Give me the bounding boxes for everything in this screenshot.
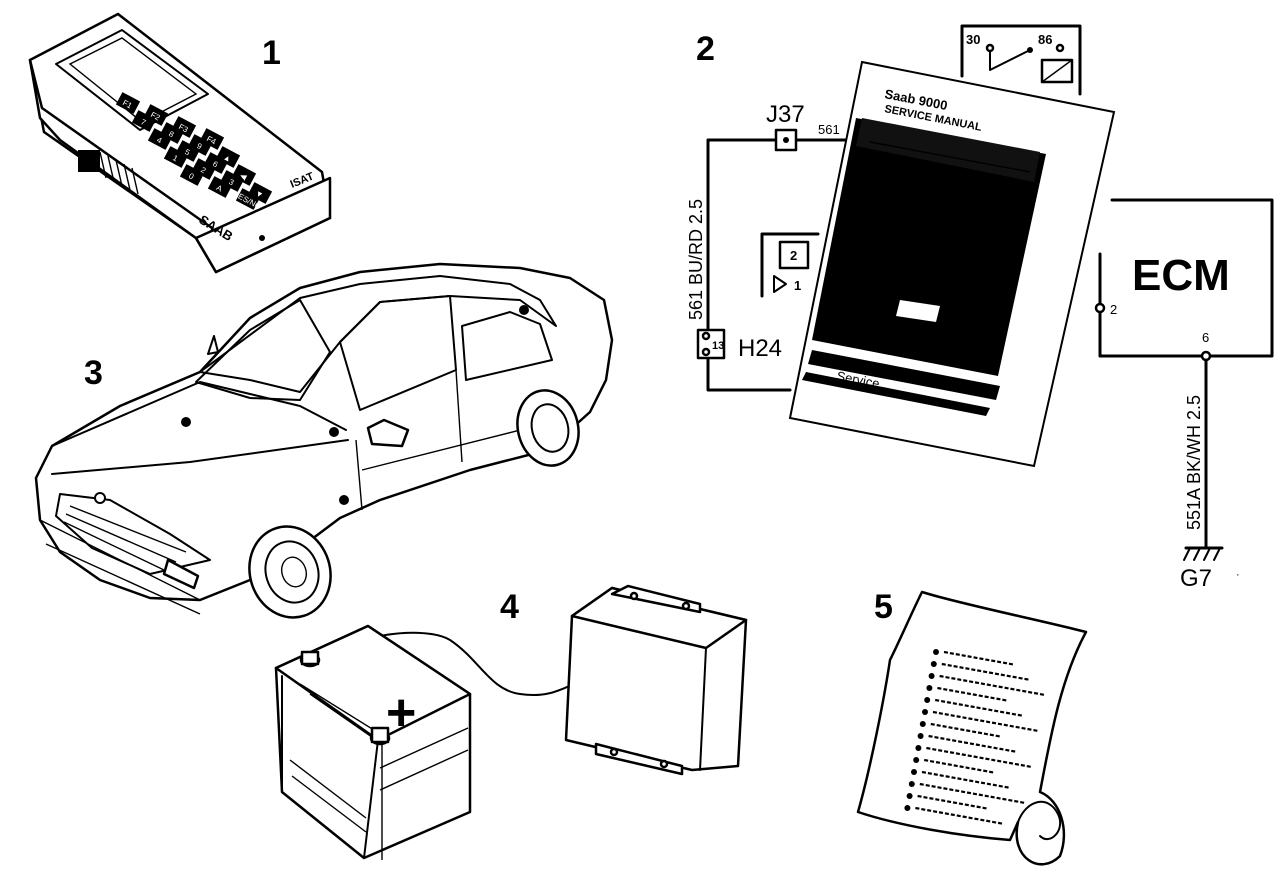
tester-key: 3 bbox=[219, 170, 245, 192]
svg-text:8: 8 bbox=[167, 129, 176, 139]
connector-j37 bbox=[774, 128, 798, 152]
svg-text:4: 4 bbox=[155, 135, 164, 145]
h24-pin: 13 bbox=[712, 340, 724, 352]
connector-h24: 13 bbox=[696, 328, 726, 360]
svg-text:1: 1 bbox=[171, 153, 180, 163]
checklist-item bbox=[933, 649, 1015, 666]
svg-text:◀: ◀ bbox=[238, 171, 248, 182]
callout-1: 1 bbox=[262, 34, 281, 72]
checklist-item bbox=[917, 733, 1017, 753]
checklist-item bbox=[911, 769, 1011, 789]
service-manual: Saab 9000 SERVICE MANUAL Service bbox=[788, 60, 1116, 468]
ground-symbol bbox=[1183, 546, 1224, 561]
tester-key: ▲ bbox=[215, 146, 241, 168]
tester-key: 1 bbox=[163, 146, 189, 168]
checklist-item bbox=[928, 673, 1046, 697]
svg-text:3: 3 bbox=[227, 177, 236, 187]
svg-text:7: 7 bbox=[139, 117, 148, 127]
tester-key: ◀ bbox=[231, 164, 257, 186]
ecm-box: ECM 2 6 bbox=[1094, 198, 1274, 362]
control-module bbox=[564, 584, 748, 776]
svg-text:▼: ▼ bbox=[254, 188, 265, 200]
location-ring bbox=[94, 492, 106, 504]
label-g7: G7 bbox=[1180, 565, 1212, 592]
callout-4: 4 bbox=[500, 588, 519, 626]
battery-plus-sign: + bbox=[386, 684, 416, 742]
checklist-item bbox=[926, 685, 1008, 702]
svg-text:9: 9 bbox=[195, 141, 204, 151]
tester-key: 9 bbox=[187, 134, 213, 156]
svg-text:A: A bbox=[215, 183, 225, 194]
label-h24: H24 bbox=[738, 335, 782, 362]
switch-component: 2 1 bbox=[760, 232, 820, 298]
checklist-item bbox=[915, 745, 1033, 769]
callout-5: 5 bbox=[874, 588, 893, 626]
checklist-item bbox=[913, 757, 995, 774]
tester-key: F1 bbox=[115, 92, 141, 114]
tester-key: 0 bbox=[179, 164, 205, 186]
svg-text:F1: F1 bbox=[121, 98, 134, 111]
callout-2: 2 bbox=[696, 30, 715, 68]
tester-key: A bbox=[207, 176, 233, 198]
checklist-item bbox=[904, 805, 1004, 825]
tester-key: ▼ bbox=[247, 182, 273, 204]
tester-key: 5 bbox=[175, 140, 201, 162]
label-561-bu-rd: 561 BU/RD 2.5 bbox=[686, 199, 706, 320]
tester-key: 6 bbox=[203, 152, 229, 174]
relay-symbol: 30 86 bbox=[960, 24, 1082, 96]
component-pin-1: 1 bbox=[794, 278, 801, 293]
relay-pin-30: 30 bbox=[966, 32, 980, 47]
tester-key: 7 bbox=[131, 110, 157, 132]
location-dot bbox=[519, 305, 529, 315]
component-pin-2: 2 bbox=[790, 248, 797, 263]
car-illustration bbox=[34, 262, 614, 619]
ecm-pin-left: 2 bbox=[1110, 302, 1117, 317]
svg-text:2: 2 bbox=[199, 165, 208, 175]
location-dot bbox=[329, 427, 339, 437]
checklist-item bbox=[924, 697, 1024, 717]
relay-pin-86: 86 bbox=[1038, 32, 1052, 47]
svg-text:6: 6 bbox=[211, 159, 220, 169]
svg-text:0: 0 bbox=[187, 171, 196, 181]
checklist-item bbox=[919, 721, 1001, 738]
location-dot bbox=[339, 495, 349, 505]
ecm-pin-bottom: 6 bbox=[1202, 330, 1209, 345]
checklist-item bbox=[922, 709, 1040, 733]
label-551a: 551A BK/WH 2.5 bbox=[1184, 395, 1204, 530]
tester-side-grille bbox=[78, 150, 139, 195]
tester-key: 8 bbox=[159, 122, 185, 144]
tester-key: 4 bbox=[147, 128, 173, 150]
scan-mark: · bbox=[1236, 569, 1240, 581]
svg-text:5: 5 bbox=[183, 147, 192, 157]
location-dot bbox=[181, 417, 191, 427]
ecm-label: ECM bbox=[1132, 251, 1230, 300]
car-rear-wheel bbox=[516, 389, 580, 467]
label-561: 561 bbox=[818, 122, 840, 137]
svg-text:▲: ▲ bbox=[222, 152, 233, 164]
car-front-wheel bbox=[248, 525, 332, 619]
checklist-scroll bbox=[856, 590, 1088, 866]
wiring-diagram: 30 86 J37 561 561 BU/RD 2.5 13 H24 bbox=[686, 24, 1274, 592]
tester-key: 2 bbox=[191, 158, 217, 180]
tester-led bbox=[259, 235, 265, 241]
checklist-item bbox=[930, 661, 1030, 681]
checklist-item bbox=[906, 793, 988, 810]
label-j37: J37 bbox=[766, 101, 805, 128]
battery-and-module: + bbox=[274, 584, 748, 860]
checklist-items bbox=[904, 649, 1046, 825]
callout-3: 3 bbox=[84, 354, 103, 392]
checklist-item bbox=[908, 781, 1026, 805]
